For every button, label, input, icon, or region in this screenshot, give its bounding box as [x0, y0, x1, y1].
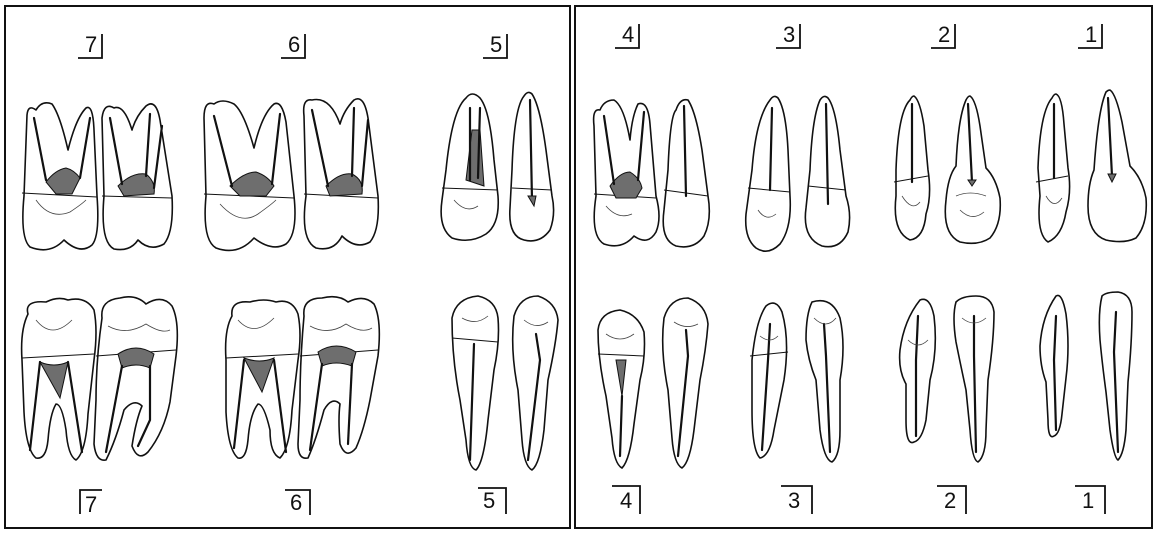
- upper-label-6: 6: [281, 32, 305, 58]
- lower-premolar-4-mesial: [663, 298, 708, 468]
- right-panel-frame: [575, 6, 1152, 528]
- lower-incisor-2-mesial: [954, 296, 994, 462]
- upper-label-4: 4: [615, 22, 639, 48]
- svg-text:6: 6: [288, 32, 300, 57]
- lower-molar-7-lingual: [22, 298, 96, 460]
- upper-incisor-1-labial: [1036, 94, 1070, 242]
- upper-label-2: 2: [931, 22, 955, 48]
- upper-label-7: 7: [78, 32, 102, 58]
- lower-molar-6-mesial: [298, 297, 379, 459]
- svg-text:2: 2: [944, 488, 956, 513]
- upper-molar-6-mesial: [304, 99, 379, 249]
- svg-text:4: 4: [620, 488, 632, 513]
- upper-incisor-1-mesial: [1088, 90, 1146, 242]
- lower-incisor-1-labial: [1040, 295, 1068, 436]
- upper-canine-3-labial: [746, 96, 791, 251]
- upper-label-1: 1: [1078, 22, 1102, 48]
- lower-premolar-5-buccal: [452, 296, 499, 470]
- svg-text:7: 7: [85, 492, 97, 517]
- lower-label-6: 6: [285, 490, 310, 515]
- lower-label-5: 5: [478, 488, 506, 514]
- upper-premolar-5-mesial: [510, 92, 554, 240]
- lower-premolar-4-buccal: [598, 310, 645, 468]
- svg-text:3: 3: [783, 22, 795, 47]
- lower-label-2: 2: [937, 486, 966, 514]
- lower-label-3: 3: [781, 486, 812, 514]
- upper-molar-7-buccal: [22, 103, 98, 250]
- svg-text:1: 1: [1082, 488, 1094, 513]
- upper-premolar-4-mesial: [663, 100, 709, 247]
- svg-text:7: 7: [85, 32, 97, 57]
- upper-molar-7-mesial: [102, 104, 172, 250]
- upper-premolar-4-buccal: [594, 100, 659, 246]
- lower-molar-6-lingual: [226, 300, 300, 458]
- svg-text:5: 5: [490, 32, 502, 57]
- left-panel-frame: [5, 6, 570, 528]
- upper-molar-6-buccal: [204, 101, 295, 250]
- svg-text:2: 2: [938, 22, 950, 47]
- lower-premolar-5-mesial: [513, 296, 558, 470]
- svg-text:4: 4: [622, 22, 634, 47]
- upper-premolar-5-buccal: [441, 94, 498, 240]
- upper-label-5: 5: [483, 32, 507, 58]
- svg-text:1: 1: [1085, 22, 1097, 47]
- lower-incisor-1-mesial: [1099, 292, 1132, 460]
- lower-label-1: 1: [1075, 486, 1105, 514]
- lower-label-4: 4: [612, 486, 640, 514]
- lower-incisor-2-labial: [900, 299, 936, 442]
- lower-label-7: 7: [80, 490, 102, 517]
- upper-incisor-2-labial: [894, 96, 930, 240]
- upper-incisor-2-mesial: [945, 96, 1000, 243]
- svg-text:3: 3: [788, 488, 800, 513]
- upper-canine-3-mesial: [805, 96, 849, 246]
- lower-molar-7-mesial: [94, 297, 177, 460]
- lower-canine-3-mesial: [806, 301, 843, 462]
- svg-text:6: 6: [290, 490, 302, 515]
- upper-label-3: 3: [776, 22, 800, 48]
- lower-canine-3-labial: [750, 303, 788, 458]
- svg-text:5: 5: [483, 488, 495, 513]
